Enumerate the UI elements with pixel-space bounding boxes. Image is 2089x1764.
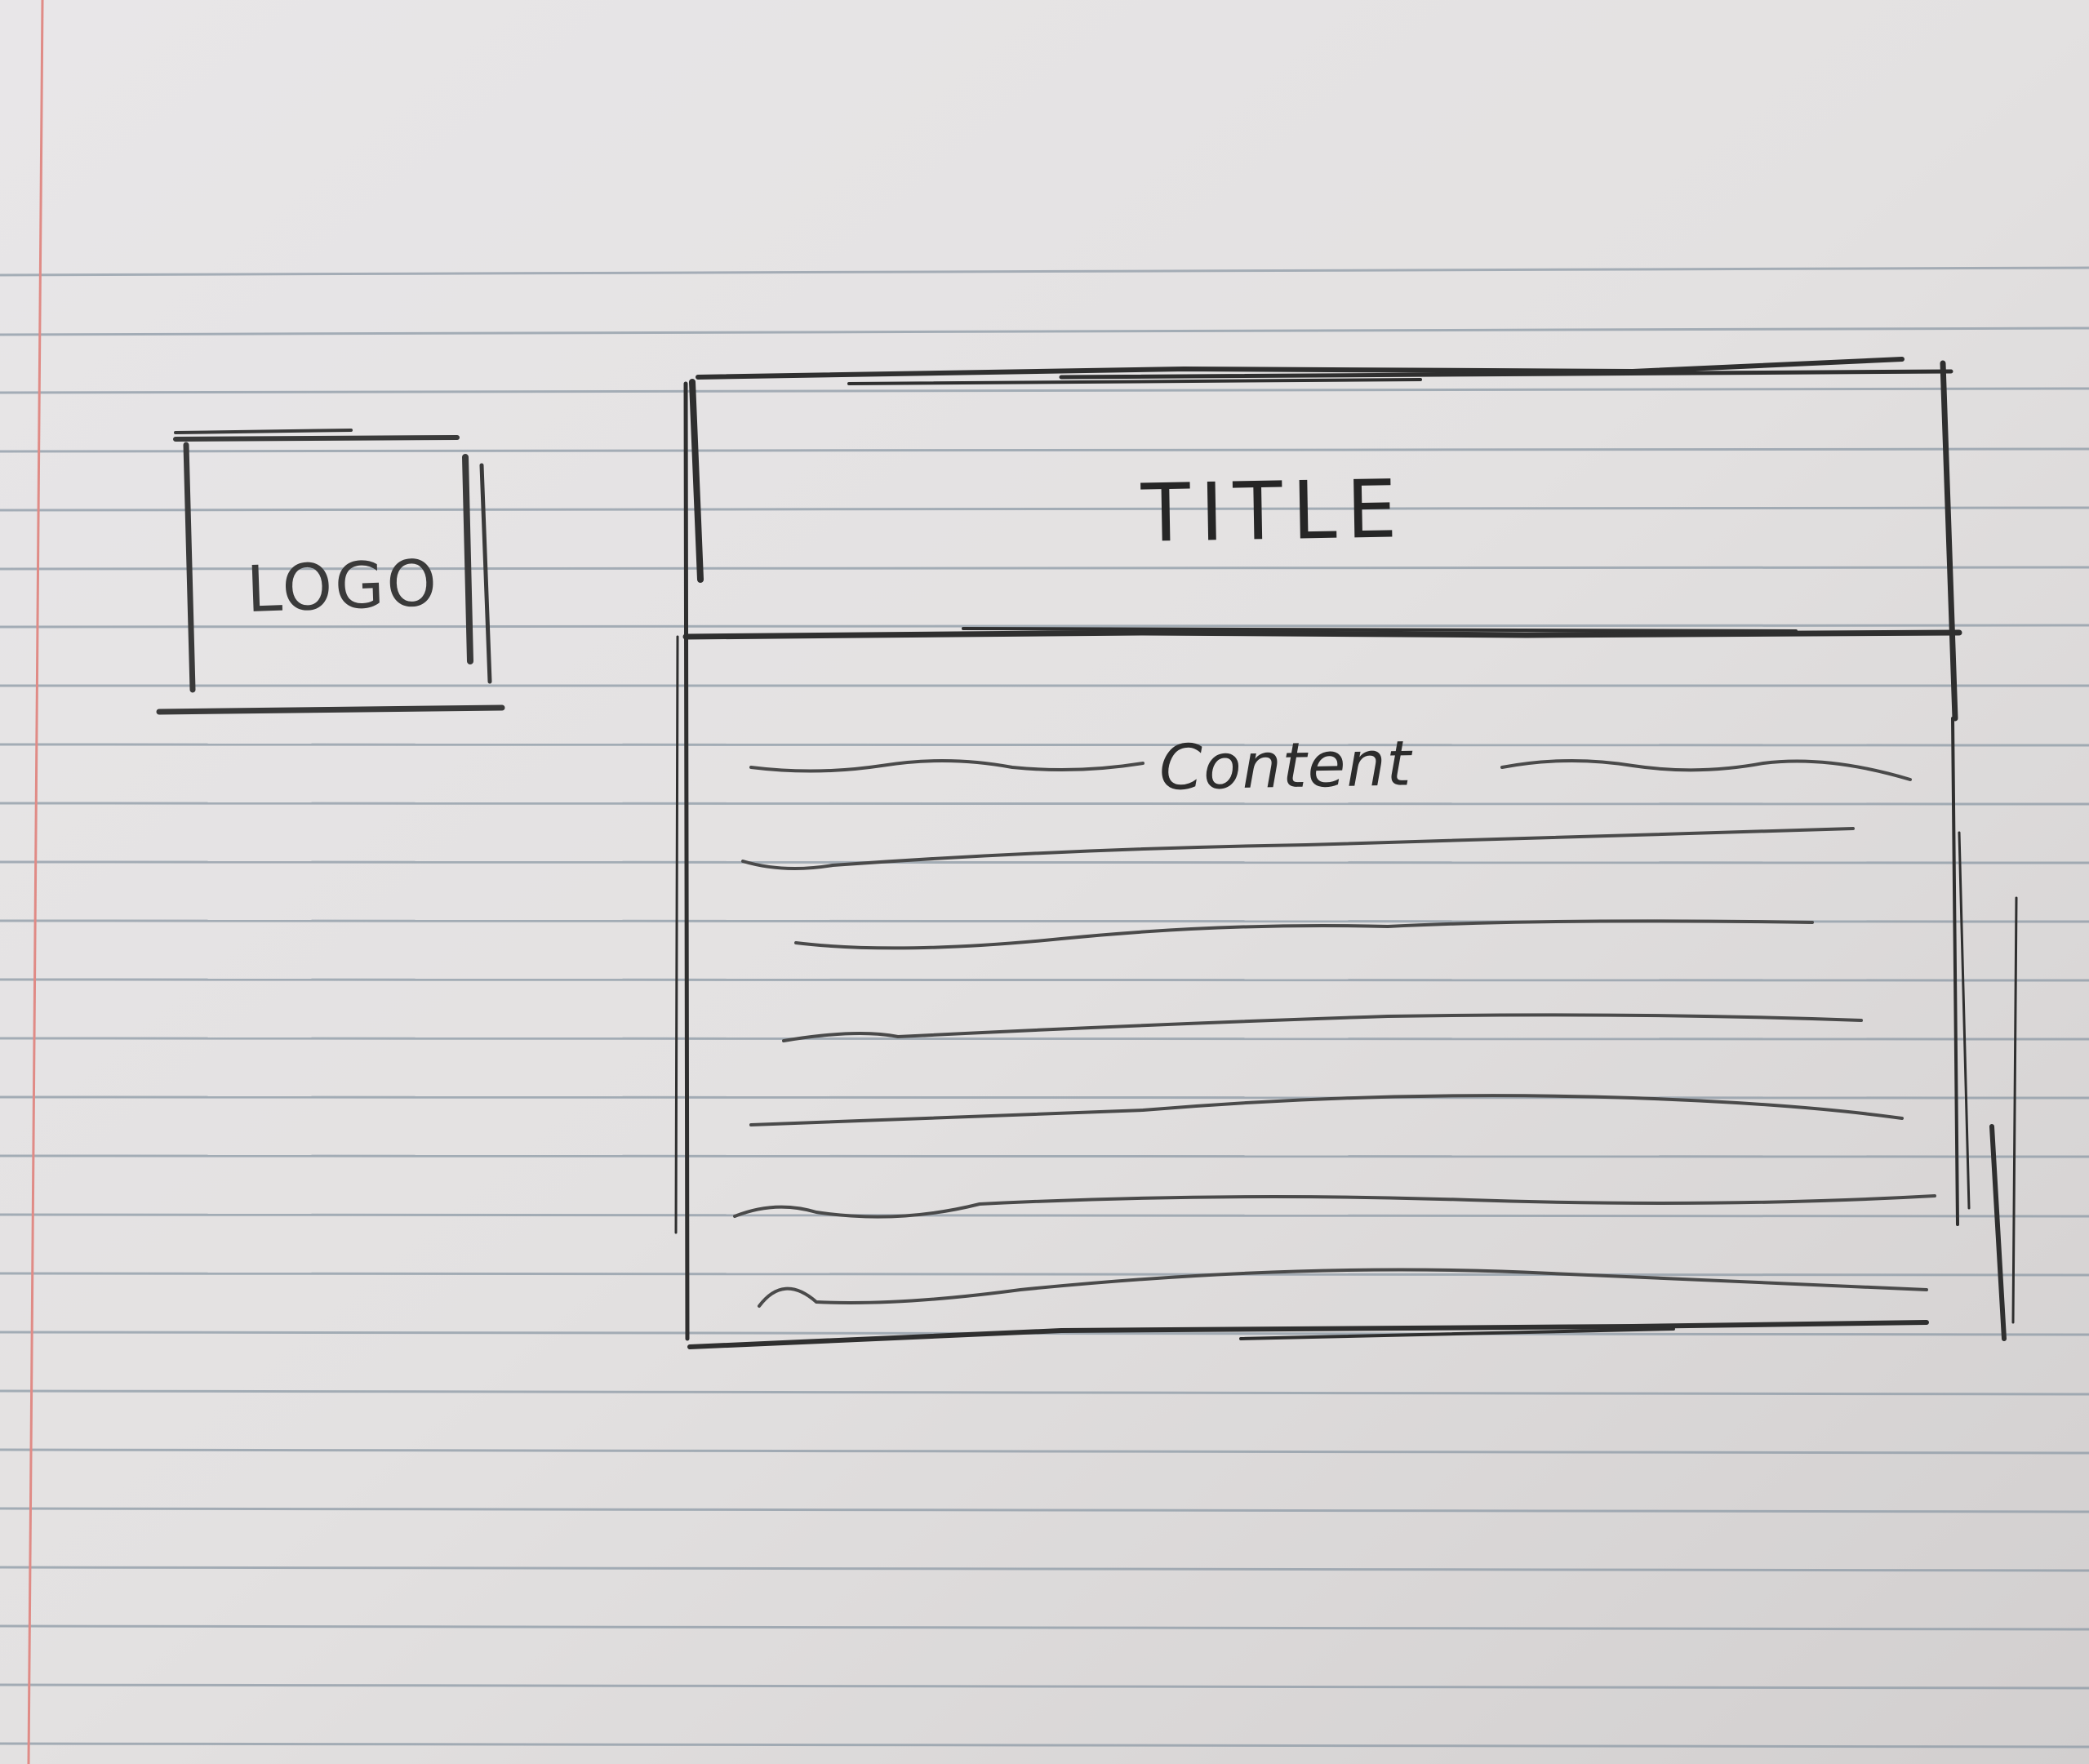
text-line-1 bbox=[749, 758, 1145, 773]
content-text-lines bbox=[733, 758, 1936, 1308]
text-line-6 bbox=[733, 1194, 1936, 1219]
content-label: Content bbox=[1158, 726, 1413, 804]
text-line-1b bbox=[1500, 758, 1912, 781]
text-line-3 bbox=[794, 919, 1814, 950]
text-line-5 bbox=[749, 1094, 1904, 1126]
title-label: TITLE bbox=[1140, 463, 1408, 561]
text-line-7 bbox=[758, 1268, 1928, 1308]
ruled-lines bbox=[0, 266, 2089, 1748]
text-line-4 bbox=[782, 1013, 1863, 1042]
page-box-sketch bbox=[674, 357, 2018, 1349]
margin-line bbox=[27, 0, 44, 1764]
logo-box-sketch bbox=[156, 429, 505, 715]
logo-label: LOGO bbox=[245, 546, 441, 628]
text-line-2 bbox=[741, 827, 1855, 870]
